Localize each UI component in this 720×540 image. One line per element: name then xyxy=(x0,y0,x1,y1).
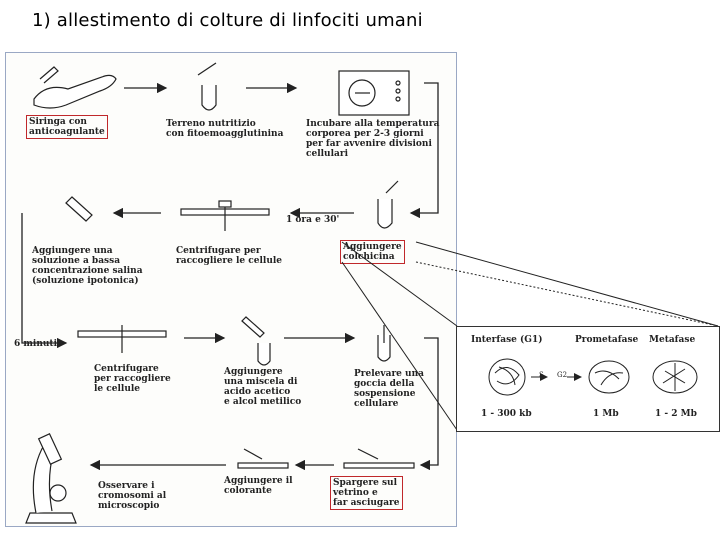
step-centrifuge-label: Centrifugare per raccogliere le cellule xyxy=(176,246,283,266)
time-label-2: 6 minuti xyxy=(14,339,58,349)
step-centrifuge-2-label: Centrifugare per raccogliere le cellule xyxy=(94,364,171,394)
chromosome-phases-inset: Interfase (G1) Prometafase Metafase S G2… xyxy=(456,326,720,432)
interphase-cell-icon xyxy=(488,358,526,396)
arm-icon xyxy=(33,74,117,109)
procedure-diagram: Siringa con anticoagulante Terreno nutri… xyxy=(5,52,457,527)
step-hypotonic-label: Aggiungere una soluzione a bassa concent… xyxy=(32,246,143,286)
size-label-metaphase: 1 - 2 Mb xyxy=(655,409,697,419)
diagram-drawing xyxy=(21,62,439,524)
step-incubate-label: Incubare alla temperatura corporea per 2… xyxy=(306,119,440,159)
step-spread-label: Spargere sul vetrino e far asciugare xyxy=(330,476,403,510)
phase-label-prometaphase: Prometafase xyxy=(575,335,639,345)
prometaphase-cell-icon xyxy=(588,360,630,394)
test-tube-icon xyxy=(201,85,217,111)
step-fixative-label: Aggiungere una miscela di acido acetico … xyxy=(224,367,302,407)
step-medium-label: Terreno nutritizio con fitoemoagglutinin… xyxy=(166,119,284,139)
step-drop-label: Prelevare una goccia della sospensione c… xyxy=(354,369,424,409)
pipette-icon xyxy=(197,62,217,76)
time-label-1: 1 ora e 30' xyxy=(286,215,340,225)
step-stain-label: Aggiungere il colorante xyxy=(224,476,293,496)
metaphase-cell-icon xyxy=(652,360,698,394)
page-title: 1) allestimento di colture di linfociti … xyxy=(32,10,423,31)
phases-drawing xyxy=(488,358,698,396)
slide-spread-icon xyxy=(343,462,415,469)
cycle-label-g2: G2 xyxy=(557,371,568,379)
tilted-tube-icon xyxy=(65,196,93,222)
step-syringe-label: Siringa con anticoagulante xyxy=(26,115,108,139)
phase-label-interphase: Interfase (G1) xyxy=(471,335,543,345)
microscope-icon xyxy=(25,512,77,524)
phase-label-metaphase: Metafase xyxy=(649,335,696,345)
syringe-icon xyxy=(39,66,59,84)
cycle-label-s: S xyxy=(539,371,544,379)
arrow-6 xyxy=(21,213,68,349)
drop-tube-icon xyxy=(377,335,391,362)
slide-stain-icon xyxy=(237,462,289,469)
size-label-interphase: 1 - 300 kb xyxy=(481,409,532,419)
step-observe-label: Osservare i cromosomi al microscopio xyxy=(98,481,167,511)
arrow-3 xyxy=(409,82,439,219)
fixative-tube-icon xyxy=(241,316,265,338)
colchicine-tube-icon xyxy=(377,199,393,229)
size-label-prometaphase: 1 Mb xyxy=(593,409,619,419)
